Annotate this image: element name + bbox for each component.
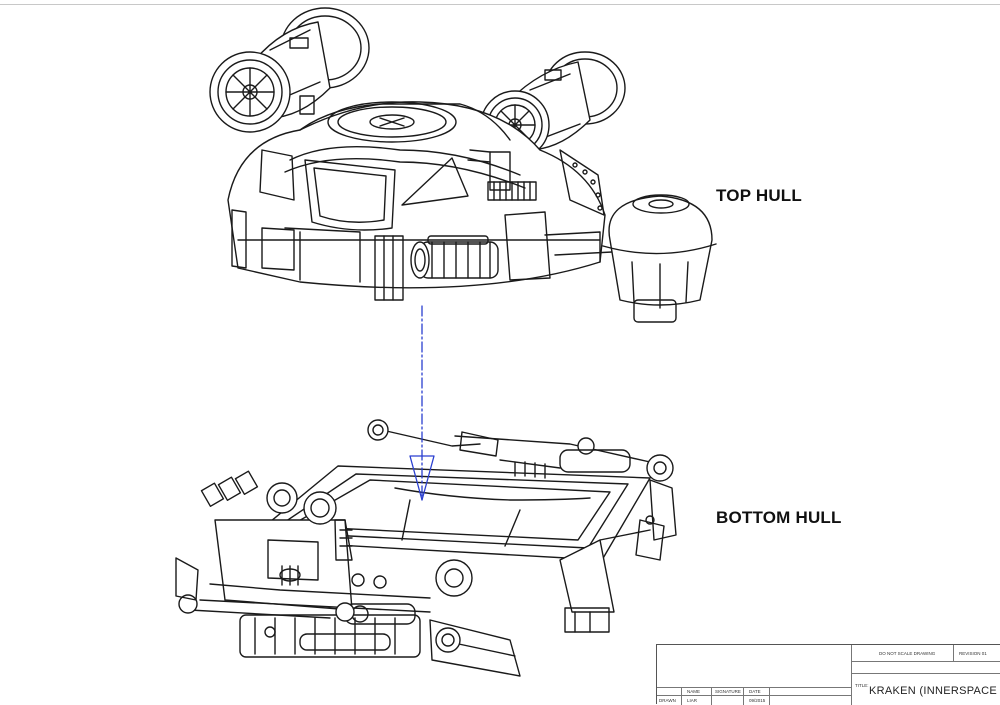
date-column-header: DATE — [749, 689, 761, 694]
title-field-label: TITLE: — [855, 683, 869, 688]
hull-dome — [227, 101, 606, 289]
thruster-pod — [554, 194, 717, 323]
name-column-header: NAME — [687, 689, 701, 694]
drawn-date-value: 09/2015 — [749, 698, 766, 703]
bottom-hull-drawing — [175, 419, 677, 677]
title-block: DO NOT SCALE DRAWING REVISION 01 TITLE: … — [656, 644, 1000, 705]
alignment-axis — [409, 305, 435, 501]
drawn-name-value: LIAR — [687, 698, 698, 703]
cylinder-canister — [374, 181, 537, 301]
left-engine — [209, 7, 370, 133]
top-hull-label: TOP HULL — [716, 186, 802, 205]
signature-column-header: SIGNATURE — [715, 689, 741, 694]
project-title: KRAKEN (INNERSPACE — [869, 685, 998, 697]
side-rods — [199, 583, 431, 625]
bottom-hull-label: BOTTOM HULL — [716, 508, 842, 527]
revision-text: REVISION 01 — [959, 651, 987, 656]
sheet-border — [0, 4, 1000, 704]
drawn-row-label: DRAWN — [659, 698, 676, 703]
top-hull-drawing — [209, 7, 717, 323]
landing-legs — [175, 479, 677, 677]
scale-note: DO NOT SCALE DRAWING — [879, 651, 936, 656]
upper-rails — [367, 419, 674, 482]
